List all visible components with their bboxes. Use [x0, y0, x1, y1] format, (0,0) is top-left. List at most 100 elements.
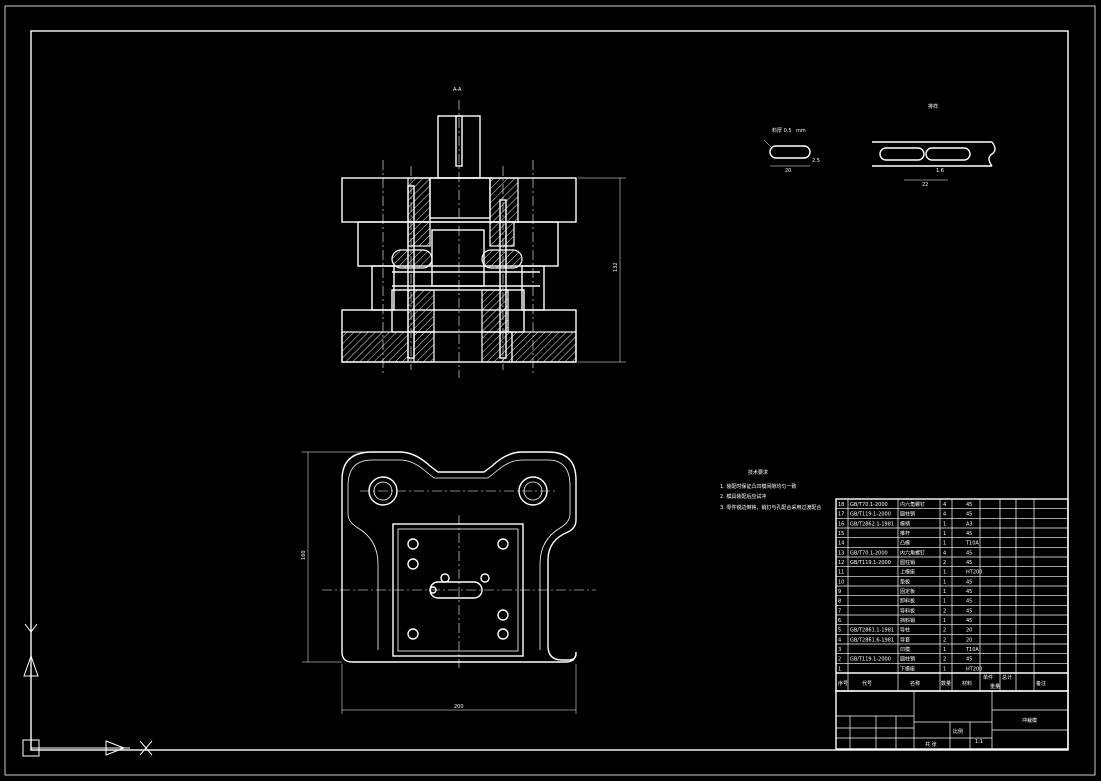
bom-cell-material: 45 — [966, 657, 972, 663]
scale-label: 比例 — [953, 728, 963, 735]
bom-cell-std: GB/T70.1-2000 — [850, 502, 888, 508]
bom-cell-material: 45 — [966, 618, 972, 624]
bom-cell-material: T10A — [965, 647, 979, 653]
sheet-label: 共 张 — [925, 741, 937, 748]
die-plate — [391, 289, 525, 333]
bom-cell-no: 8 — [838, 599, 841, 605]
bom-cell-qty: 4 — [943, 550, 946, 556]
bom-header-total-weight: 总计 — [1002, 674, 1012, 681]
bom-cell-material: 20 — [966, 637, 972, 643]
notes-title: 技术要求 — [748, 469, 768, 476]
lower-base-hatch-center-left — [413, 331, 435, 363]
lower-base-hatch-right — [511, 331, 577, 363]
bom-cell-name: 圆柱销 — [900, 511, 915, 518]
bom-cell-name: 圆柱销 — [900, 656, 915, 663]
sheet-outer-border — [4, 5, 1096, 776]
bom-header-unit-weight: 单件 — [983, 674, 993, 681]
bom-cell-qty: 1 — [943, 570, 946, 576]
bom-cell-qty: 1 — [943, 647, 946, 653]
bom-cell-material: HT200 — [966, 570, 982, 576]
bom-cell-qty: 1 — [943, 618, 946, 624]
strip-hole-1 — [879, 147, 925, 161]
bom-cell-no: 12 — [838, 560, 844, 566]
lower-base-hatch-center-right — [481, 331, 513, 363]
bom-cell-name: 导料板 — [900, 607, 915, 614]
part-outline — [769, 145, 811, 159]
bom-cell-qty: 2 — [943, 657, 946, 663]
bom-cell-no: 11 — [838, 570, 844, 576]
plan-view[interactable]: 160 200 — [301, 451, 596, 714]
bom-cell-no: 4 — [838, 637, 841, 643]
bom-cell-qty: 1 — [943, 589, 946, 595]
punch-plate-hatch-right — [489, 221, 515, 247]
bom-cell-std: GB/T2862.1-1981 — [850, 521, 894, 527]
bom-cell-no: 17 — [838, 512, 844, 518]
part-detail[interactable]: 料厚 0.5 mm 2.5 20 — [763, 127, 820, 174]
part-unit: mm — [796, 128, 806, 134]
lower-base-inner-contour-left — [347, 486, 379, 650]
bom-cell-name: 卸料板 — [900, 598, 915, 605]
bom-cell-material: HT200 — [966, 666, 982, 672]
bom-cell-material: 45 — [966, 599, 972, 605]
strip-hole-2 — [925, 147, 971, 161]
note-line-3: 3. 零件锐边倒钝，销钉与孔配合采用过渡配合 — [720, 504, 821, 511]
part-label: 料厚 0.5 — [772, 127, 792, 134]
strip-layout[interactable]: 排样 22 1.6 — [872, 103, 996, 188]
bom-header-weight: 重量 — [990, 683, 1000, 690]
bom-cell-no: 13 — [838, 550, 844, 556]
strip-layout-label: 排样 — [928, 103, 938, 110]
bom-cell-no: 2 — [838, 657, 841, 663]
bom-cell-name: 模柄 — [900, 520, 910, 527]
bom-cell-no: 9 — [838, 589, 841, 595]
title-block-frame — [835, 690, 1069, 750]
bom-cell-name: 上模座 — [900, 569, 915, 576]
bom-cell-qty: 4 — [943, 502, 946, 508]
bom-cell-qty: 2 — [943, 608, 946, 614]
strip-dim-pitch: 22 — [922, 182, 928, 188]
pin-hole-1 — [440, 573, 450, 583]
dim-plan-depth: 160 — [301, 550, 307, 560]
bom-cell-std: GB/T2861.1-1981 — [850, 628, 894, 634]
ucs-x-arrow-icon — [105, 740, 126, 756]
bom-cell-std: GB/T70.1-2000 — [850, 550, 888, 556]
screw-hole-5 — [407, 628, 419, 640]
part-dim-length-text: 20 — [785, 168, 791, 174]
bom-cell-no: 6 — [838, 618, 841, 624]
ucs-origin-icon — [22, 739, 40, 757]
bom-cell-no: 16 — [838, 521, 844, 527]
bom-header-qty: 数量 — [941, 680, 951, 687]
part-dim-width-text: 2.5 — [812, 158, 820, 164]
bom-cell-qty: 2 — [943, 637, 946, 643]
note-line-2: 2. 模具装配后应试冲 — [720, 493, 766, 500]
bom-cell-name: 圆柱销 — [900, 559, 915, 566]
bom-cell-material: 20 — [966, 628, 972, 634]
bom-cell-material: 45 — [966, 531, 972, 537]
bom-cell-qty: 2 — [943, 560, 946, 566]
bom-header-material: 材料 — [962, 680, 972, 687]
bom-cell-name: 内六角螺钉 — [900, 501, 925, 508]
bom-cell-no: 1 — [838, 666, 841, 672]
bom-cell-material: 45 — [966, 512, 972, 518]
title-block[interactable]: 冲裁模 比例 1:1 共 张 — [835, 690, 1069, 750]
bom-cell-material: 45 — [966, 579, 972, 585]
technical-notes: 技术要求 1. 装配时保证凸凹模间隙均匀一致 2. 模具装配后应试冲 3. 零件… — [720, 469, 821, 511]
stripper-plate-hatch-right — [481, 249, 523, 269]
strip-break-line — [988, 141, 996, 167]
die-plate-hatch-left — [407, 289, 435, 333]
ucs-y-letter — [24, 623, 38, 640]
bom-cell-no: 7 — [838, 608, 841, 614]
bom-cell-qty: 1 — [943, 579, 946, 585]
bom-cell-name: 凹模 — [900, 646, 910, 653]
bom-cell-no: 15 — [838, 531, 844, 537]
stripper-plate-hatch-left — [391, 249, 433, 269]
bom-cell-name: 推杆 — [900, 530, 910, 537]
note-line-1: 1. 装配时保证凸凹模间隙均匀一致 — [720, 483, 796, 490]
dim-plan-width: 200 — [454, 704, 464, 710]
lower-base-hatch-left — [341, 331, 409, 363]
bom-cell-material: 45 — [966, 550, 972, 556]
screw-hole-2 — [497, 538, 509, 550]
front-section-view[interactable]: A-A — [341, 87, 626, 378]
dowel-pin-right — [499, 199, 507, 359]
